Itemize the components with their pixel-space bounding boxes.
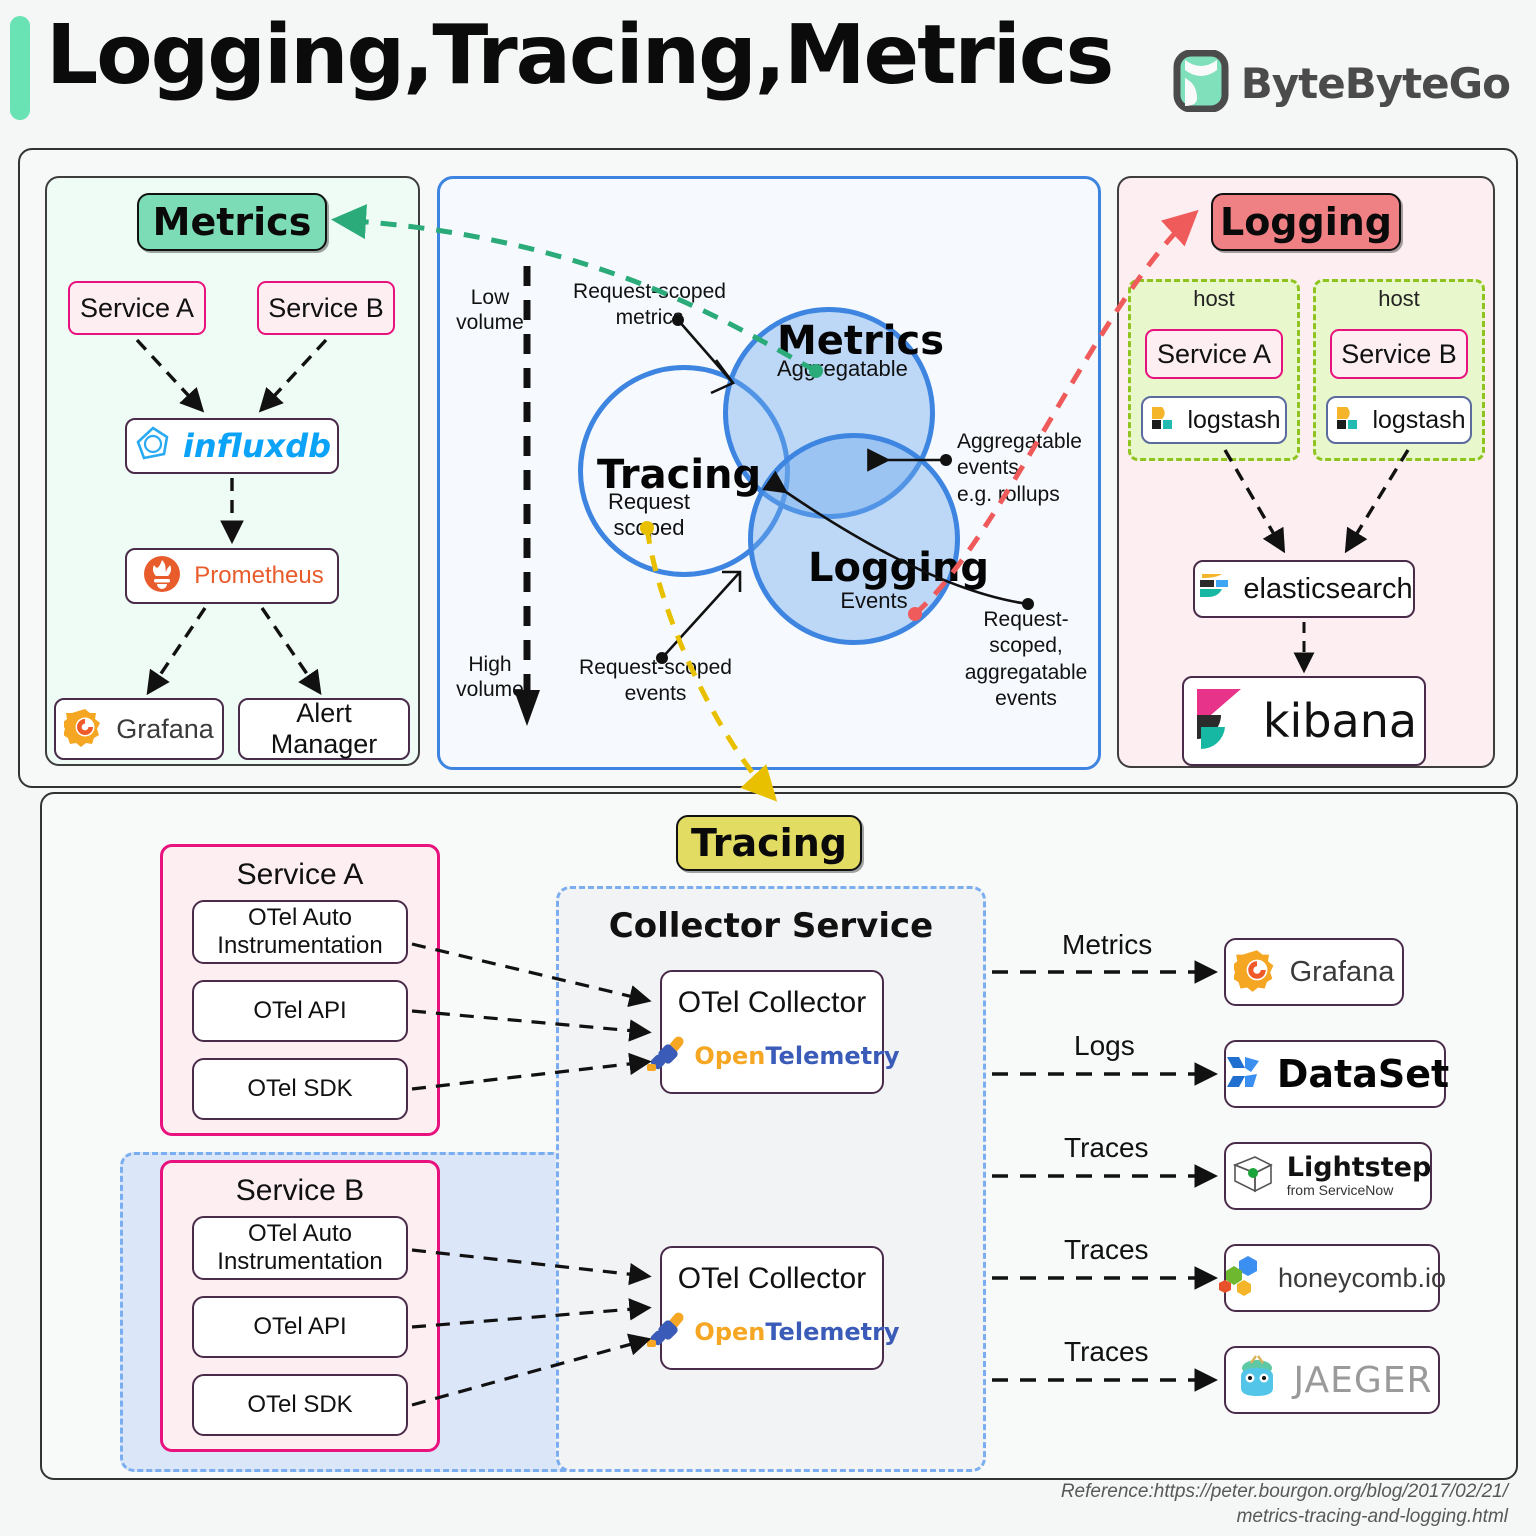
dest-edge-label-traces-3: Traces	[1064, 1336, 1149, 1367]
logging-service-a-box[interactable]: Service A	[1145, 329, 1283, 379]
service-b-otel-auto-instrumentation[interactable]: OTel Auto Instrumentation	[192, 1216, 408, 1280]
otel-collector-title: OTel Collector	[677, 1262, 867, 1295]
service-a-otel-sdk[interactable]: OTel SDK	[192, 1058, 408, 1120]
influxdb-box[interactable]: influxdb	[125, 418, 339, 474]
otel-collector-box-bottom[interactable]: OTel Collector OpenTelemetry	[647, 1246, 900, 1370]
lightstep-logo-icon	[1225, 1151, 1277, 1202]
opentelemetry-label-open: Open	[694, 1317, 766, 1346]
note-request-scoped-events: Request-scoped events	[579, 656, 732, 706]
brand-name: ByteByteGo	[1240, 59, 1511, 108]
dest-sublabel-lightstep: from ServiceNow	[1286, 1181, 1394, 1198]
prometheus-label: Prometheus	[194, 562, 324, 589]
logstash-logo-icon	[1332, 403, 1362, 438]
logging-host-a-label: host	[1193, 286, 1235, 311]
venn-title-tracing: Tracing	[597, 452, 762, 498]
honeycomb-logo-icon	[1218, 1252, 1268, 1305]
kibana-logo-icon	[1191, 687, 1249, 756]
dest-box-dataset[interactable]: DataSet	[1221, 1040, 1450, 1108]
elasticsearch-box[interactable]: elasticsearch	[1193, 560, 1415, 618]
alert-manager-line1: Alert	[296, 697, 352, 728]
otel-collector-title: OTel Collector	[677, 986, 867, 1019]
bytebytego-logo-icon	[1173, 49, 1229, 117]
venn-sub-tracing: Request scoped	[608, 489, 690, 540]
alert-manager-line2: Manager	[270, 729, 378, 759]
dest-label-honeycomb: honeycomb.io	[1277, 1262, 1447, 1293]
opentelemetry-label-telemetry: Telemetry	[765, 1041, 900, 1070]
dataset-logo-icon	[1221, 1049, 1267, 1100]
dest-box-honeycomb[interactable]: honeycomb.io	[1218, 1244, 1446, 1312]
note-request-scoped-metrics: Request-scoped metrics	[573, 280, 726, 330]
venn-sub-metrics: Aggregatable	[777, 356, 908, 381]
note-request-scoped-aggregatable-events: Request-scoped, aggregatable events	[964, 608, 1088, 710]
reference-footer: Reference:https://peter.bourgon.org/blog…	[1060, 1480, 1508, 1528]
logstash-logo-icon	[1147, 403, 1177, 438]
alert-manager-box[interactable]: Alert Manager	[238, 698, 410, 760]
venn-title-logging: Logging	[808, 545, 990, 591]
title-accent-bar	[10, 16, 30, 120]
logging-host-b-label: host	[1378, 286, 1420, 311]
logstash-b-label: logstash	[1372, 405, 1466, 434]
logging-header-pill: Logging	[1211, 193, 1401, 251]
dest-edge-label-logs: Logs	[1074, 1030, 1135, 1061]
influxdb-logo-icon	[133, 424, 173, 469]
logging-logstash-b-box[interactable]: logstash	[1326, 396, 1472, 444]
venn-sub-logging: Events	[840, 588, 908, 613]
opentelemetry-label-open: Open	[694, 1041, 766, 1070]
dest-label-lightstep: Lightstep	[1286, 1152, 1432, 1184]
opentelemetry-logo-icon	[644, 1306, 690, 1357]
grafana-box[interactable]: Grafana	[54, 698, 224, 760]
service-b-otel-sdk[interactable]: OTel SDK	[192, 1374, 408, 1436]
metrics-service-a-box[interactable]: Service A	[68, 281, 206, 335]
dest-label-grafana: Grafana	[1289, 955, 1395, 988]
jaeger-logo-icon	[1231, 1352, 1283, 1409]
tracing-service-b-title: Service B	[235, 1174, 365, 1207]
dest-edge-label-metrics: Metrics	[1062, 929, 1153, 960]
grafana-logo-icon	[62, 706, 106, 753]
prometheus-logo-icon	[140, 552, 184, 601]
metrics-service-b-box[interactable]: Service B	[257, 281, 395, 335]
high-volume-label: High volume	[456, 653, 524, 702]
opentelemetry-label-telemetry: Telemetry	[765, 1317, 900, 1346]
prometheus-box[interactable]: Prometheus	[125, 548, 339, 604]
dest-box-grafana[interactable]: Grafana	[1224, 938, 1404, 1006]
low-volume-label: Low volume	[456, 286, 524, 335]
opentelemetry-logo-icon	[644, 1030, 690, 1081]
tracing-service-a-title: Service A	[236, 858, 364, 891]
dest-box-lightstep[interactable]: Lightstep from ServiceNow	[1224, 1142, 1432, 1210]
kibana-label: kibana	[1262, 694, 1418, 748]
dest-label-dataset: DataSet	[1276, 1052, 1450, 1096]
dest-edge-label-traces-2: Traces	[1064, 1234, 1149, 1265]
kibana-box[interactable]: kibana	[1182, 676, 1426, 766]
note-aggregatable-events: Aggregatable events e.g. rollups	[957, 430, 1082, 506]
otel-collector-box-top[interactable]: OTel Collector OpenTelemetry	[647, 970, 900, 1094]
elasticsearch-logo-icon	[1195, 568, 1233, 611]
service-a-otel-api[interactable]: OTel API	[192, 980, 408, 1042]
logging-logstash-a-box[interactable]: logstash	[1141, 396, 1287, 444]
logging-service-b-box[interactable]: Service B	[1330, 329, 1468, 379]
metrics-header-pill: Metrics	[137, 193, 327, 251]
elasticsearch-label: elasticsearch	[1243, 572, 1413, 605]
influxdb-label: influxdb	[182, 427, 332, 465]
page-title: Logging,Tracing,Metrics	[46, 8, 1114, 103]
grafana-label: Grafana	[116, 713, 214, 744]
dest-label-jaeger: JAEGER	[1293, 1359, 1433, 1401]
brand-logo: ByteByteGo	[1173, 49, 1511, 117]
dest-box-jaeger[interactable]: JAEGER	[1224, 1346, 1440, 1414]
tracing-header-pill: Tracing	[676, 815, 862, 871]
service-a-otel-auto-instrumentation[interactable]: OTel Auto Instrumentation	[192, 900, 408, 964]
collector-service-title: Collector Service	[608, 906, 934, 946]
grafana-logo-icon	[1231, 947, 1280, 998]
logstash-a-label: logstash	[1187, 405, 1281, 434]
service-b-otel-api[interactable]: OTel API	[192, 1296, 408, 1358]
dest-edge-label-traces-1: Traces	[1064, 1132, 1149, 1163]
